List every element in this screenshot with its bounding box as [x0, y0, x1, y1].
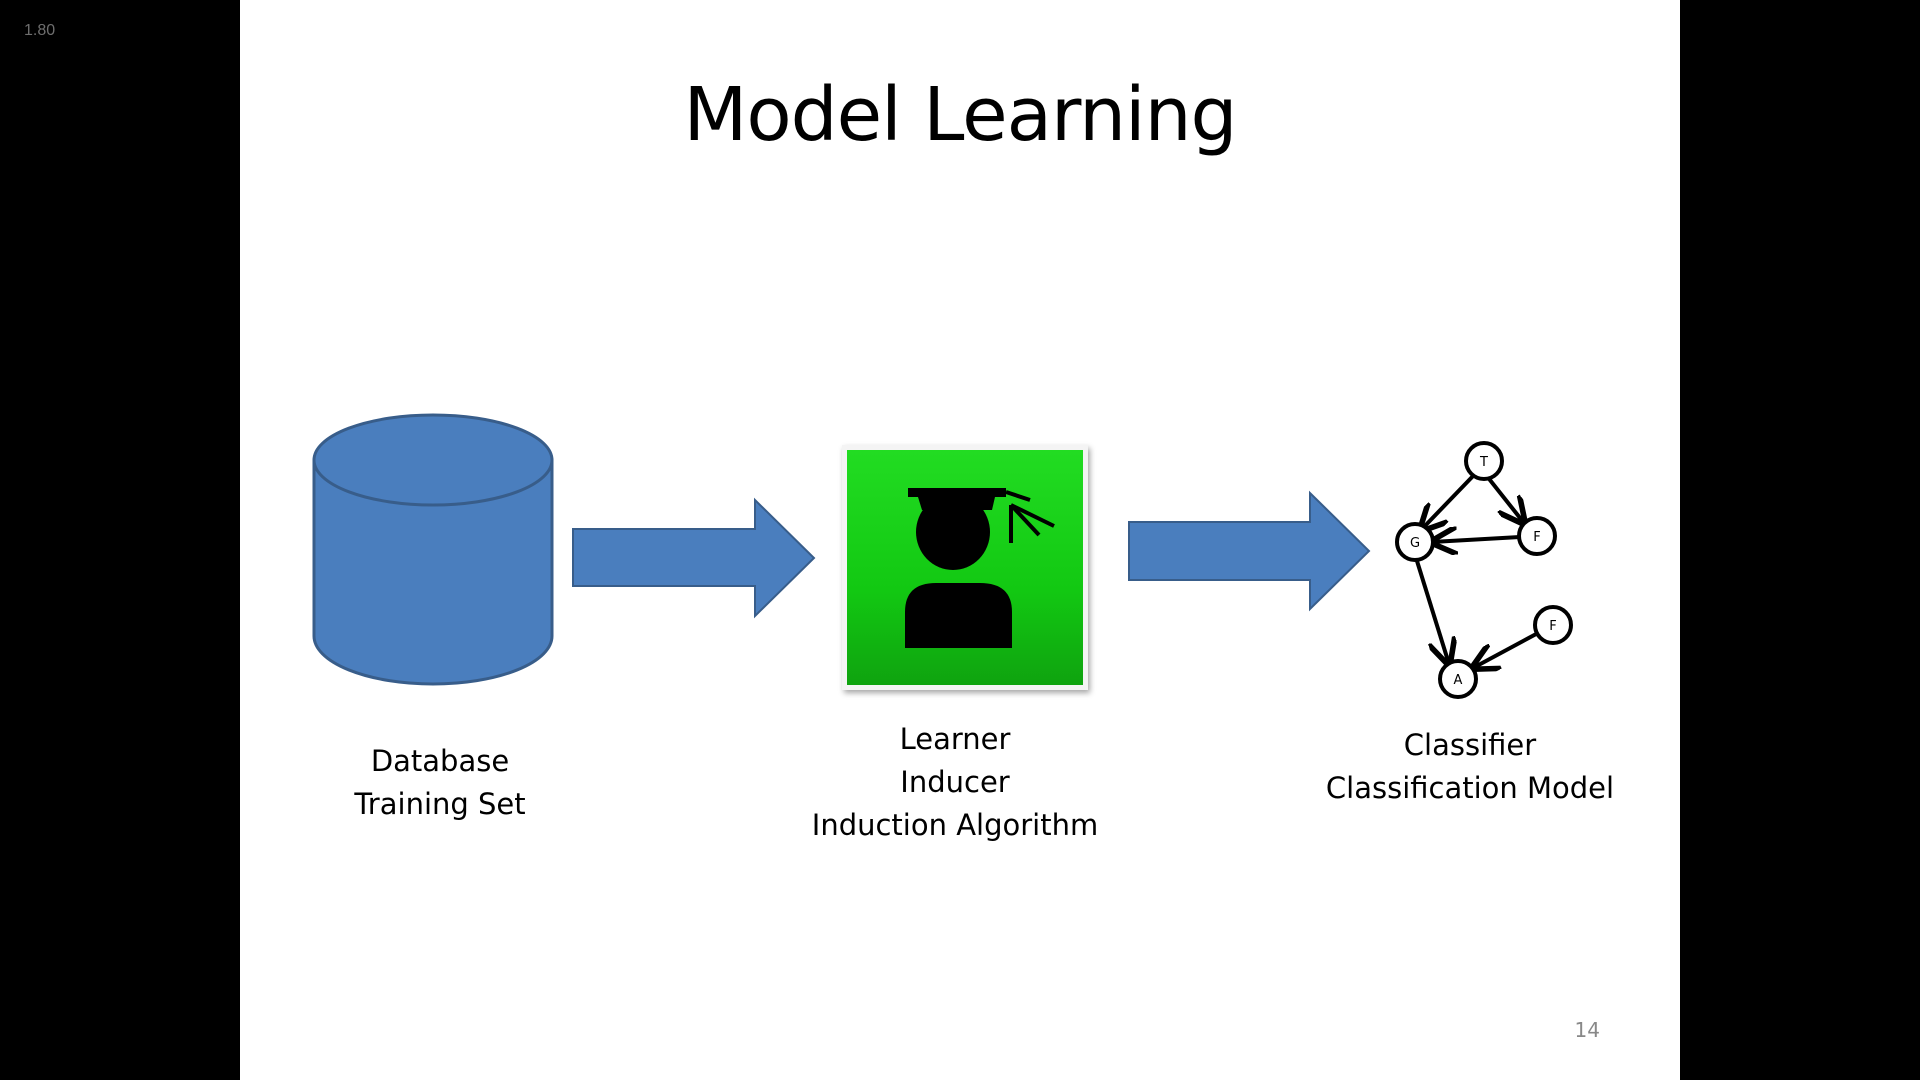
- database-caption: Database Training Set: [280, 740, 600, 826]
- diagram-canvas: T G F F A: [312, 413, 1573, 699]
- database-caption-line: Database: [370, 744, 510, 778]
- slide: Model Learning: [240, 0, 1680, 1080]
- flow-arrow-2: [1128, 490, 1371, 612]
- graph-node-f1: F: [1533, 530, 1540, 545]
- classifier-network-graph-icon: T G F F A: [1395, 441, 1573, 699]
- graph-node-a: A: [1454, 673, 1463, 688]
- graph-node-t: T: [1479, 455, 1488, 470]
- graph-node-g: G: [1410, 536, 1420, 551]
- playback-badge: 1.80: [24, 22, 56, 39]
- database-caption-line: Training Set: [354, 787, 526, 821]
- learner-caption: Learner Inducer Induction Algorithm: [785, 718, 1125, 847]
- slide-title: Model Learning: [683, 72, 1238, 158]
- flow-arrow-1: [572, 497, 816, 619]
- slide-page-number: 14: [1574, 1018, 1600, 1042]
- classifier-caption-line: Classifier: [1403, 728, 1537, 762]
- learner-caption-line: Induction Algorithm: [811, 808, 1099, 842]
- classifier-caption: Classifier Classification Model: [1290, 724, 1650, 810]
- learner-graduate-icon: [842, 445, 1088, 690]
- learner-caption-line: Learner: [899, 722, 1011, 756]
- database-cylinder-icon: [312, 413, 554, 686]
- learner-caption-line: Inducer: [900, 765, 1010, 799]
- graph-node-f2: F: [1549, 619, 1556, 634]
- classifier-caption-line: Classification Model: [1325, 771, 1615, 805]
